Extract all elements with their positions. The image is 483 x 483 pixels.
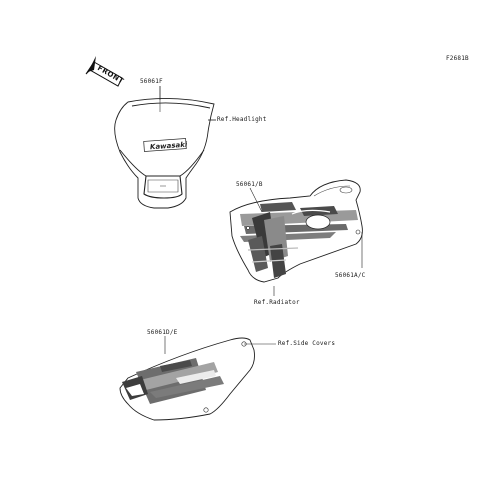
brand-decal-outline (143, 138, 187, 152)
part-number-shroud-top[interactable]: 56061/B (236, 181, 263, 188)
radiator-shroud (229, 179, 363, 283)
ref-radiator-label[interactable]: Ref.Radiator (254, 299, 300, 306)
front-arrow-icon (85, 56, 123, 87)
part-number-headlight[interactable]: 56061F (140, 78, 163, 85)
ref-headlight-label[interactable]: Ref.Headlight (217, 116, 267, 123)
figure-code: F2681B (446, 55, 469, 62)
part-number-shroud-side[interactable]: 56061A/C (335, 272, 366, 279)
leader-lines (159, 86, 363, 354)
side-cover (119, 337, 255, 421)
ref-side-covers-label[interactable]: Ref.Side Covers (278, 340, 336, 347)
part-number-side-cover[interactable]: 56061D/E (147, 329, 178, 336)
